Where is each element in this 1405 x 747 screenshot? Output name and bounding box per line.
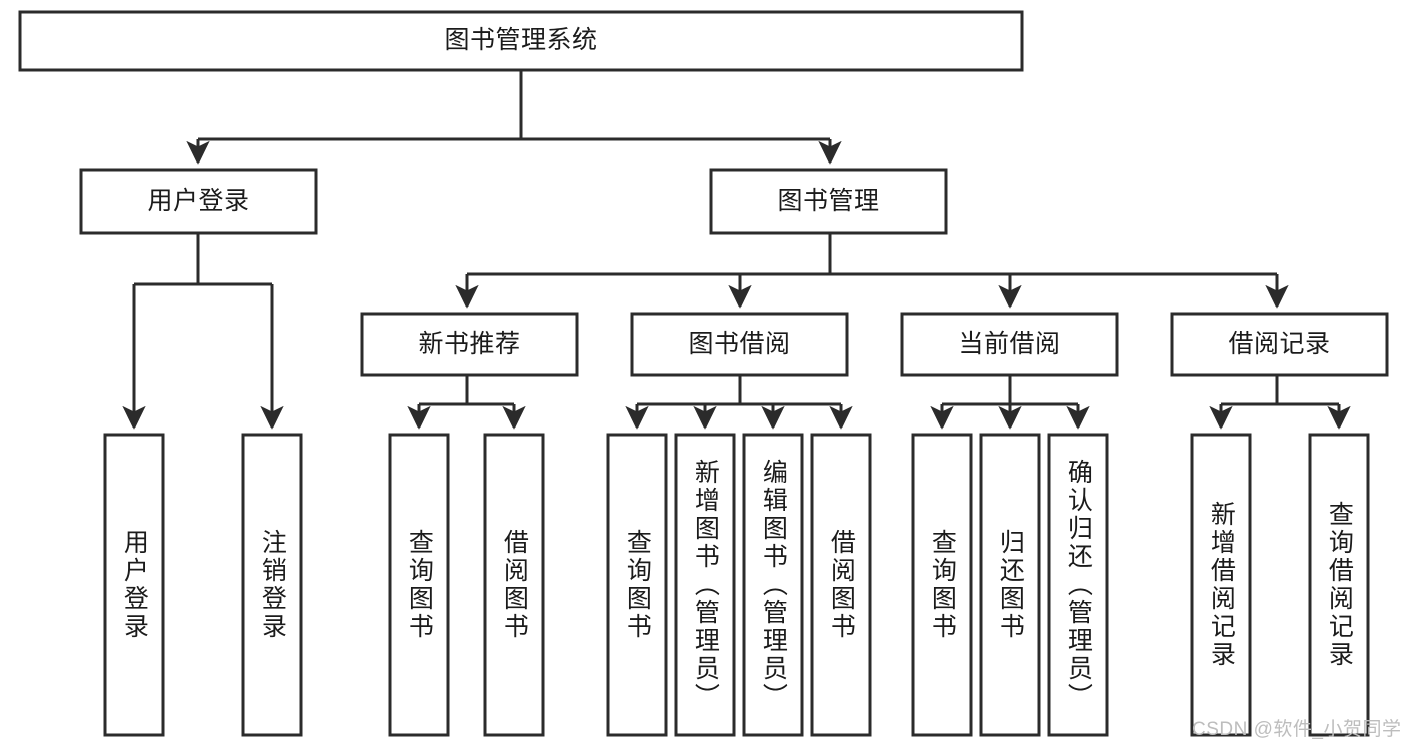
node-box-root[interactable] — [18, 10, 1024, 72]
node-box-user-login[interactable] — [79, 168, 318, 235]
edge-root-to-level2 — [186, 70, 842, 165]
node-box-leaf-user-login-0[interactable] — [103, 433, 165, 737]
node-box-leaf-user-login-1[interactable] — [241, 433, 303, 737]
node-box-leaf-book-borrow-2[interactable] — [742, 433, 804, 737]
edge-book-borrow-to-leaves — [625, 375, 853, 430]
node-box-leaf-current-borrow-2[interactable] — [1047, 433, 1109, 737]
node-box-leaf-current-borrow-0[interactable] — [911, 433, 973, 737]
node-box-new-book-recommend[interactable] — [360, 312, 579, 377]
node-box-leaf-borrow-record-0[interactable] — [1190, 433, 1252, 737]
node-box-leaf-current-borrow-1[interactable] — [979, 433, 1041, 737]
edge-new-book-to-leaves — [407, 375, 526, 430]
edge-book-manage-to-level3 — [455, 233, 1289, 309]
node-box-leaf-borrow-record-1[interactable] — [1308, 433, 1370, 737]
node-box-current-borrow[interactable] — [900, 312, 1119, 377]
node-box-leaf-new-book-1[interactable] — [483, 433, 545, 737]
edge-current-borrow-to-leaves — [930, 375, 1090, 430]
csdn-watermark: CSDN @软件_小贺同学 — [1192, 719, 1402, 740]
node-box-leaf-book-borrow-3[interactable] — [810, 433, 872, 737]
edge-user-login-to-leaves — [122, 233, 284, 430]
node-box-leaf-book-borrow-0[interactable] — [606, 433, 668, 737]
node-box-leaf-new-book-0[interactable] — [388, 433, 450, 737]
edge-borrow-record-to-leaves — [1209, 375, 1351, 430]
node-box-leaf-book-borrow-1[interactable] — [674, 433, 736, 737]
node-box-book-borrow[interactable] — [630, 312, 849, 377]
node-box-book-manage[interactable] — [709, 168, 948, 235]
node-box-borrow-record[interactable] — [1170, 312, 1389, 377]
